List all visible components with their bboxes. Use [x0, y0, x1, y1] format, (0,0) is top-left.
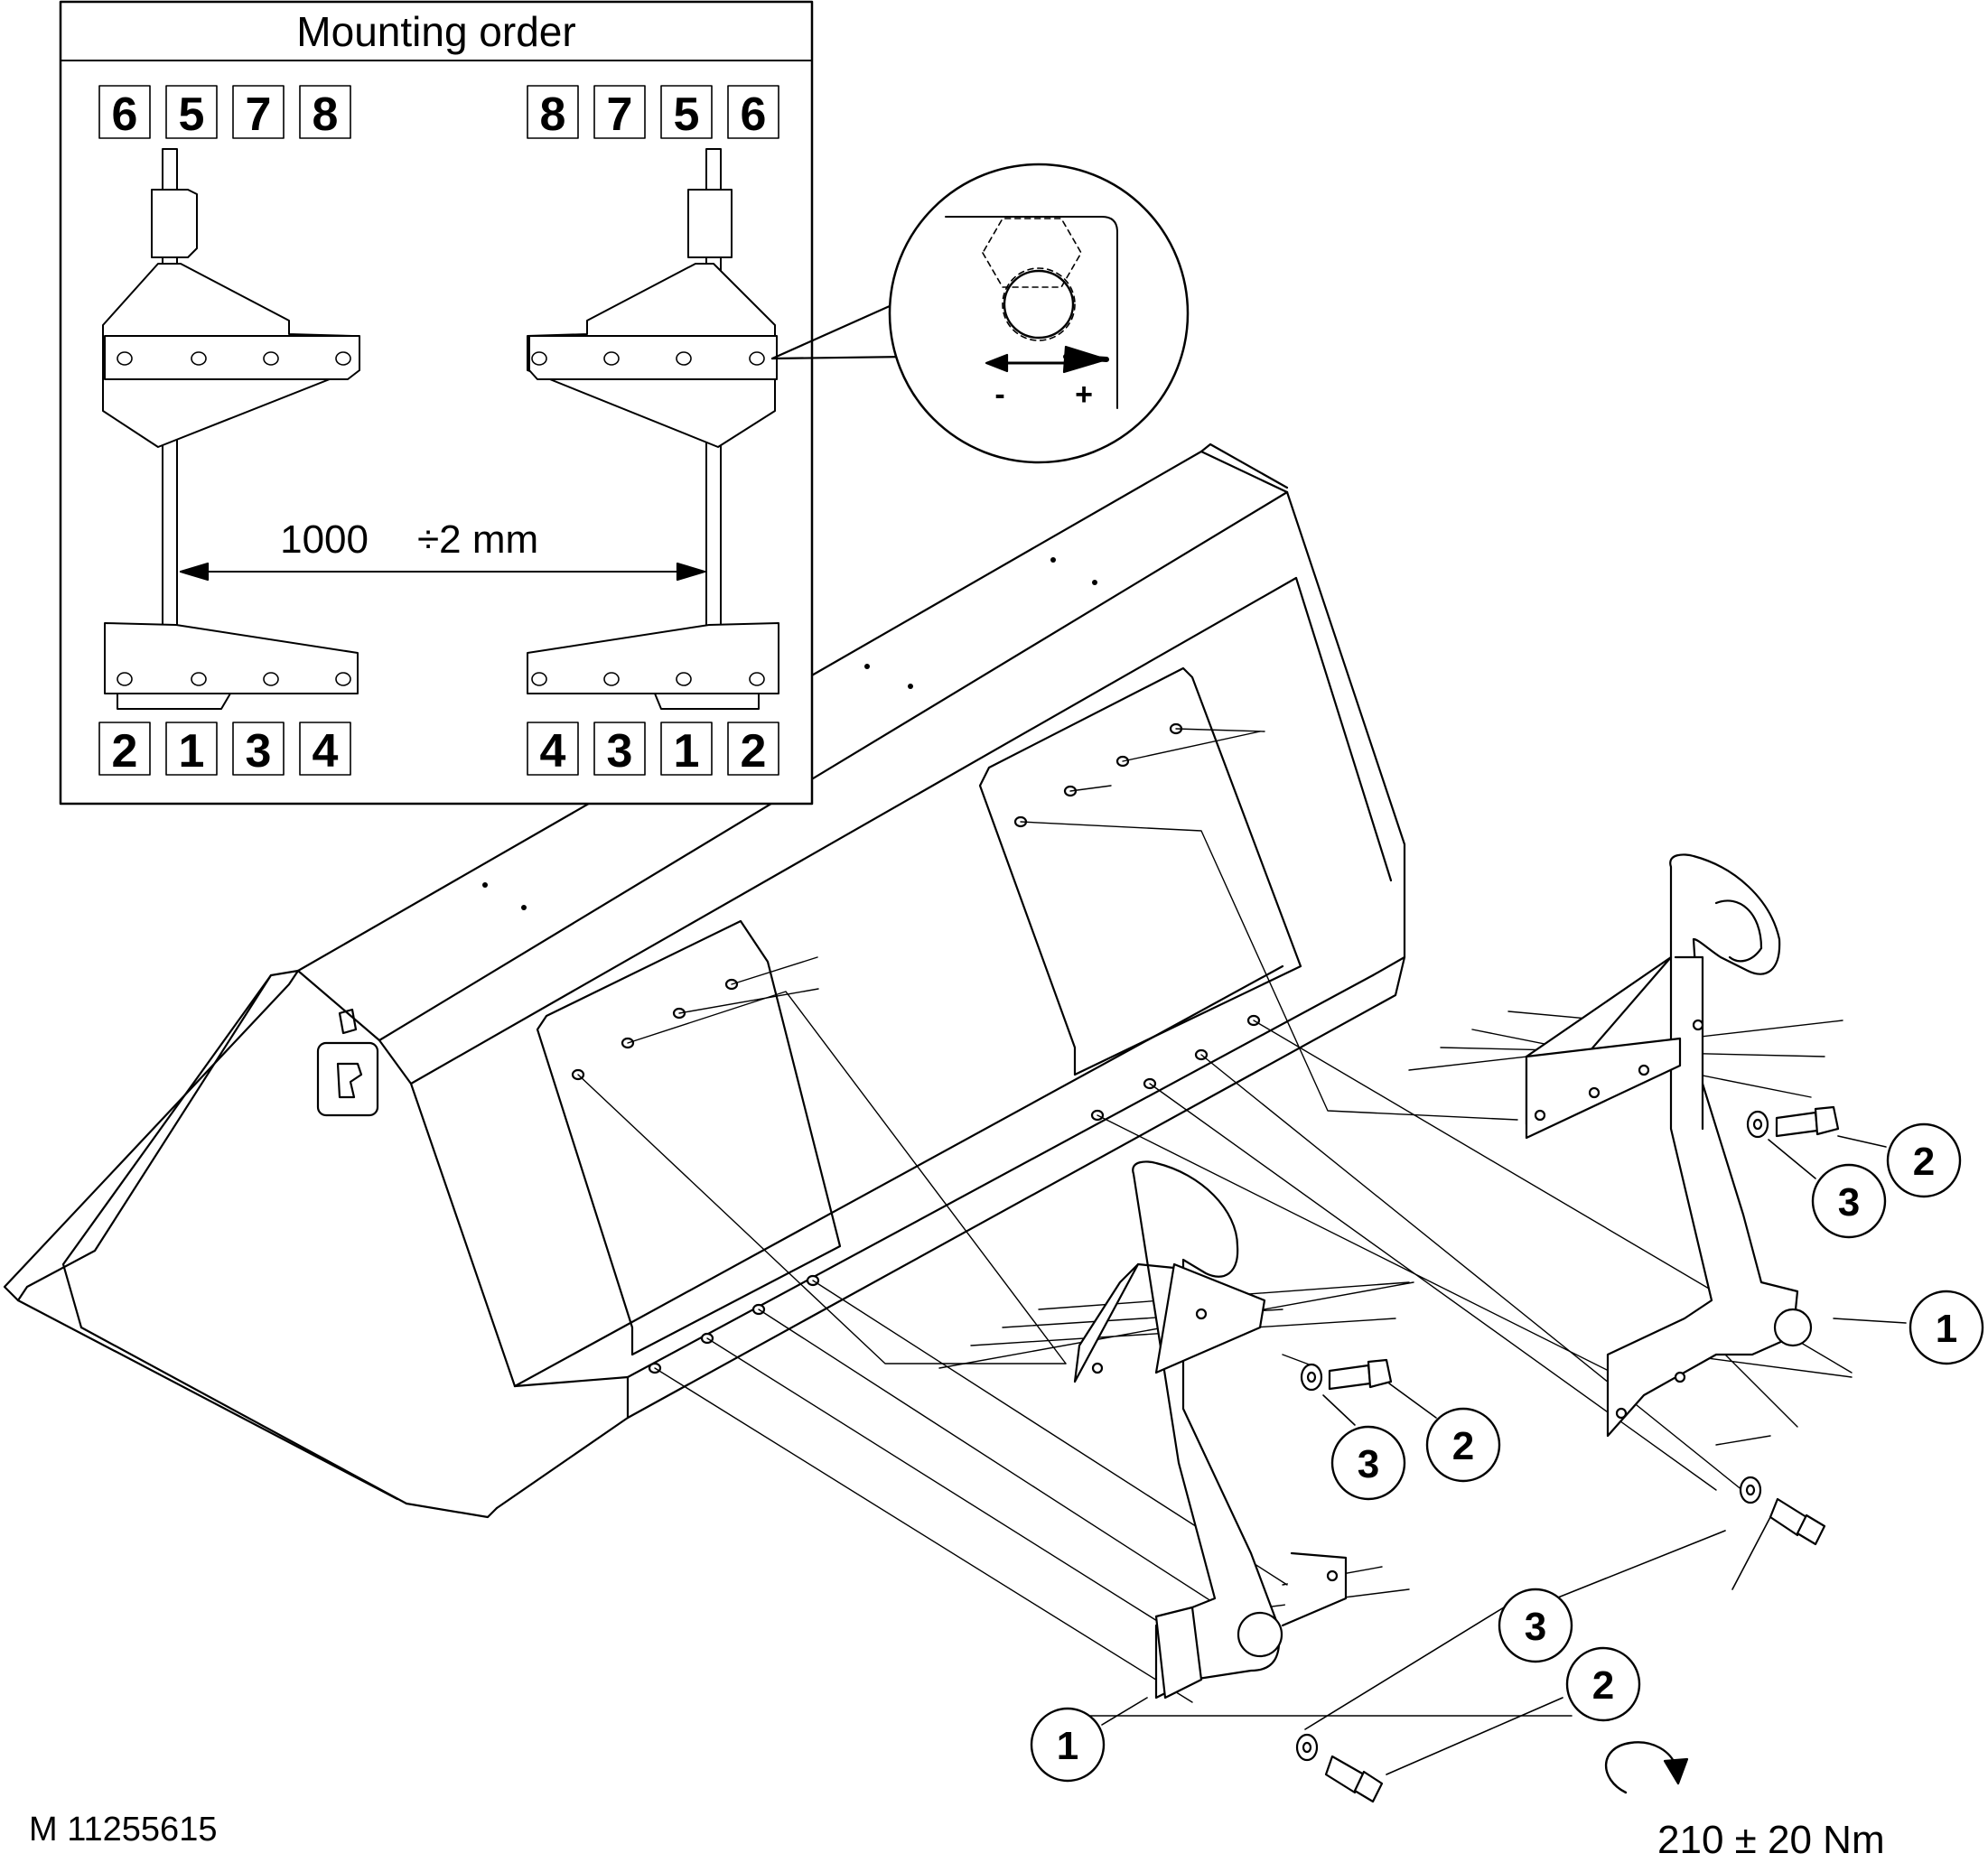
order-number: 5: [674, 88, 700, 141]
callout-number: 2: [1452, 1424, 1474, 1468]
inset-text: Mounting order 6 5 7 8 8 7 5 6 2 1 3 4 4…: [112, 8, 767, 778]
order-number: 4: [540, 725, 566, 778]
order-number: 8: [540, 88, 566, 141]
order-number: 5: [179, 88, 205, 141]
figure-id: M 11255615: [29, 1811, 217, 1849]
order-number: 7: [246, 88, 272, 141]
right-mounting-bracket: [1525, 853, 1813, 1438]
inset-holes: [117, 351, 765, 686]
order-number: 1: [179, 725, 205, 778]
assembly-lines: [577, 728, 1853, 1703]
callout-labels: 2 3 1 2 3 3 2 1: [1057, 1140, 1957, 1768]
order-number: 2: [741, 725, 767, 778]
center-mounting-bracket: [1073, 1160, 1348, 1700]
order-number: 3: [607, 725, 633, 778]
callout-number: 1: [1936, 1307, 1957, 1351]
detail-text: - +: [994, 377, 1093, 412]
callout-number: 3: [1358, 1442, 1379, 1486]
dimension-tolerance: ÷2 mm: [417, 517, 538, 562]
torque-icon: [1604, 1741, 1689, 1794]
minus-sign: -: [994, 377, 1004, 412]
order-number: 6: [112, 88, 138, 141]
washers-and-bolts: [1295, 1105, 1840, 1803]
callout-number: 2: [1913, 1140, 1935, 1184]
dimension-value: 1000: [280, 517, 369, 562]
callout-number: 2: [1592, 1663, 1614, 1708]
order-number: 8: [313, 88, 339, 141]
adjustment-detail: [888, 163, 1190, 464]
callout-leaders: [1087, 1135, 1907, 1775]
plus-sign: +: [1075, 377, 1093, 412]
order-number: 4: [313, 725, 339, 778]
mounting-order-inset: [59, 0, 910, 806]
callout-number: 1: [1057, 1724, 1078, 1768]
order-number: 2: [112, 725, 138, 778]
callout-circles: [1030, 1122, 1984, 1783]
order-number: 6: [741, 88, 767, 141]
callout-number: 3: [1838, 1180, 1860, 1225]
order-number: 1: [674, 725, 700, 778]
inset-title: Mounting order: [296, 8, 575, 55]
torque-value: 210 ± 20 Nm: [1657, 1818, 1885, 1862]
order-number: 3: [246, 725, 272, 778]
callout-number: 3: [1525, 1605, 1546, 1649]
order-number: 7: [607, 88, 633, 141]
